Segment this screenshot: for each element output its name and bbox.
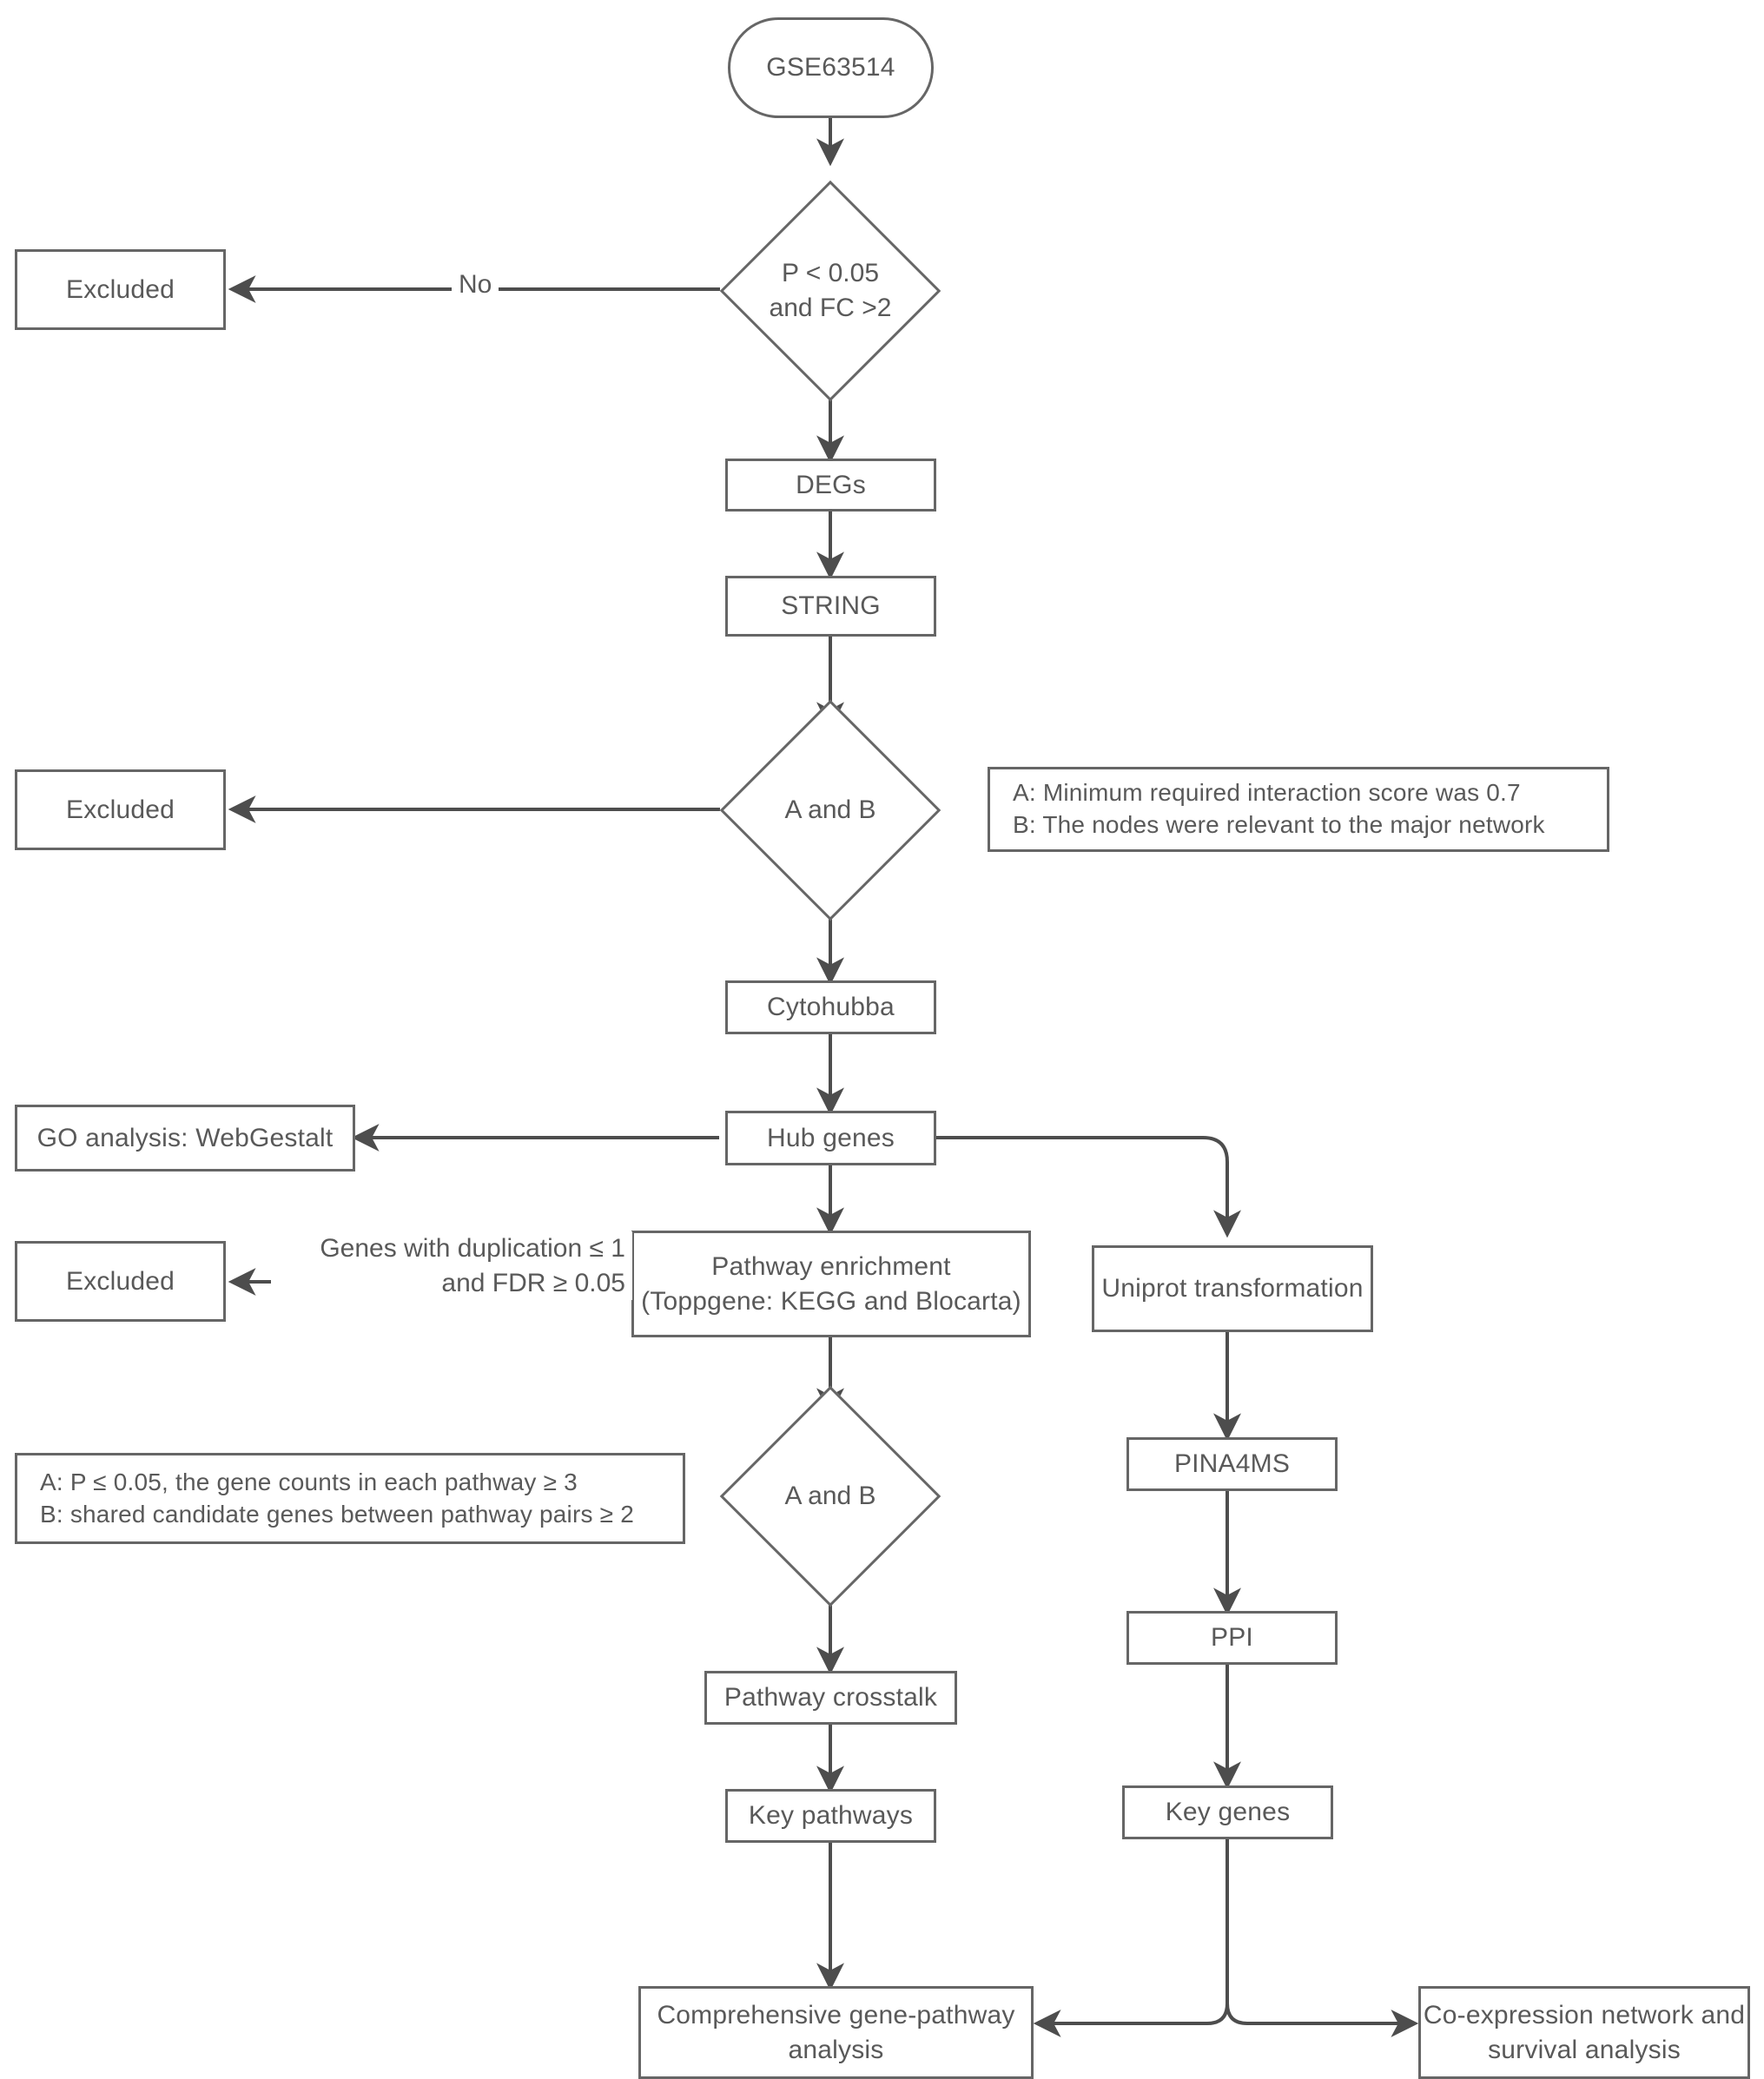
node-decision-ab-1[interactable]: A and B xyxy=(719,699,941,921)
node-hub-genes[interactable]: Hub genes xyxy=(725,1111,936,1165)
node-key-genes[interactable]: Key genes xyxy=(1122,1785,1333,1839)
node-comprehensive-label: Comprehensive gene-pathway analysis xyxy=(657,2000,1015,2064)
node-key-genes-label: Key genes xyxy=(1165,1798,1291,1827)
node-excluded-1-label: Excluded xyxy=(65,274,175,304)
node-ppi[interactable]: PPI xyxy=(1126,1611,1338,1665)
node-coexpression-label: Co-expression network and survival analy… xyxy=(1423,2000,1746,2064)
node-pina4ms[interactable]: PINA4MS xyxy=(1126,1437,1338,1491)
node-degs-label: DEGs xyxy=(796,470,866,499)
node-excluded-2[interactable]: Excluded xyxy=(15,769,226,850)
edge-hub-genes-to-uniprot xyxy=(935,1136,1241,1238)
node-pathway-crosstalk-label: Pathway crosstalk xyxy=(723,1683,938,1713)
edge-label-duplication-fdr: Genes with duplication ≤ 1 and FDR ≥ 0.0… xyxy=(271,1231,632,1301)
node-start-label: GSE63514 xyxy=(766,53,895,82)
node-go-analysis[interactable]: GO analysis: WebGestalt xyxy=(15,1105,355,1172)
node-excluded-3-label: Excluded xyxy=(65,1266,175,1296)
node-legend-1: A: Minimum required interaction score wa… xyxy=(988,767,1609,852)
node-pina4ms-label: PINA4MS xyxy=(1173,1449,1291,1479)
node-start[interactable]: GSE63514 xyxy=(728,17,934,118)
node-legend-1-label: A: Minimum required interaction score wa… xyxy=(1013,779,1545,838)
node-ppi-label: PPI xyxy=(1211,1623,1253,1653)
node-excluded-2-label: Excluded xyxy=(65,795,175,824)
node-decision-ab-2-label: A and B xyxy=(784,1482,876,1511)
node-degs[interactable]: DEGs xyxy=(725,459,936,512)
node-decision-ab-1-label: A and B xyxy=(784,795,876,825)
node-legend-2-label: A: P ≤ 0.05, the gene counts in each pat… xyxy=(40,1468,635,1528)
node-uniprot[interactable]: Uniprot transformation xyxy=(1092,1245,1373,1332)
edge-key-genes-to-coexpression xyxy=(1226,1839,1419,2037)
node-go-analysis-label: GO analysis: WebGestalt xyxy=(36,1123,334,1152)
node-key-pathways-label: Key pathways xyxy=(748,1801,914,1831)
node-pathway-crosstalk[interactable]: Pathway crosstalk xyxy=(704,1671,957,1725)
node-decision-deg-label: P < 0.05 and FC >2 xyxy=(769,259,892,322)
node-excluded-1[interactable]: Excluded xyxy=(15,249,226,330)
node-legend-2: A: P ≤ 0.05, the gene counts in each pat… xyxy=(15,1453,685,1544)
node-key-pathways[interactable]: Key pathways xyxy=(725,1789,936,1843)
node-decision-ab-2[interactable]: A and B xyxy=(719,1385,941,1607)
node-hub-genes-label: Hub genes xyxy=(767,1123,895,1152)
node-coexpression[interactable]: Co-expression network and survival analy… xyxy=(1418,1986,1750,2079)
edge-label-no: No xyxy=(452,267,499,302)
node-string[interactable]: STRING xyxy=(725,576,936,637)
node-decision-deg[interactable]: P < 0.05 and FC >2 xyxy=(719,180,941,402)
node-excluded-3[interactable]: Excluded xyxy=(15,1241,226,1322)
node-uniprot-label: Uniprot transformation xyxy=(1101,1274,1364,1304)
node-pathway-enrichment-label: Pathway enrichment (Toppgene: KEGG and B… xyxy=(641,1251,1021,1316)
node-comprehensive[interactable]: Comprehensive gene-pathway analysis xyxy=(638,1986,1034,2079)
node-cytohubba-label: Cytohubba xyxy=(767,993,895,1022)
node-string-label: STRING xyxy=(781,591,881,621)
node-pathway-enrichment[interactable]: Pathway enrichment (Toppgene: KEGG and B… xyxy=(631,1231,1031,1337)
edge-key-genes-to-comprehensive xyxy=(1033,1839,1229,2037)
node-cytohubba[interactable]: Cytohubba xyxy=(725,980,936,1034)
